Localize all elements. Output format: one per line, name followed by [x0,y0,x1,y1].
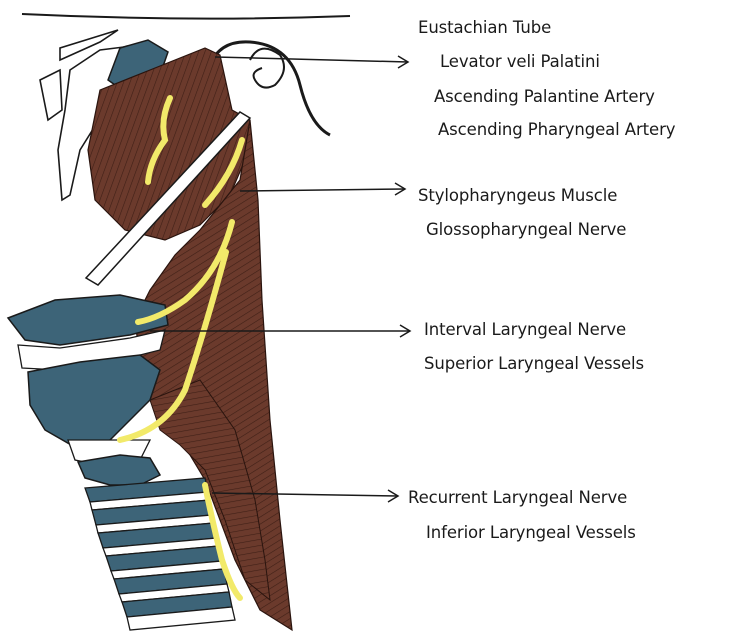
label-inferior-laryngeal-vessels: Inferior Laryngeal Vessels [426,523,636,542]
arrow-eustachian [215,57,408,62]
label-ascending-palatine-artery: Ascending Palantine Artery [434,87,655,106]
label-internal-laryngeal-nerve: Interval Laryngeal Nerve [424,320,626,339]
label-recurrent-laryngeal-nerve: Recurrent Laryngeal Nerve [408,488,627,507]
label-levator-veli-palatini: Levator veli Palatini [440,52,600,71]
cricoid-cartilage [78,455,160,485]
arrow-stylopharyngeus [240,189,405,191]
ear-curve [250,49,284,88]
skull-base-line [22,14,350,19]
label-stylopharyngeus-muscle: Stylopharyngeus Muscle [418,186,617,205]
label-glossopharyngeal-nerve: Glossopharyngeal Nerve [426,220,626,239]
label-ascending-pharyngeal-artery: Ascending Pharyngeal Artery [438,120,675,139]
label-eustachian-tube: Eustachian Tube [418,18,551,37]
label-superior-laryngeal-vessels: Superior Laryngeal Vessels [424,354,644,373]
